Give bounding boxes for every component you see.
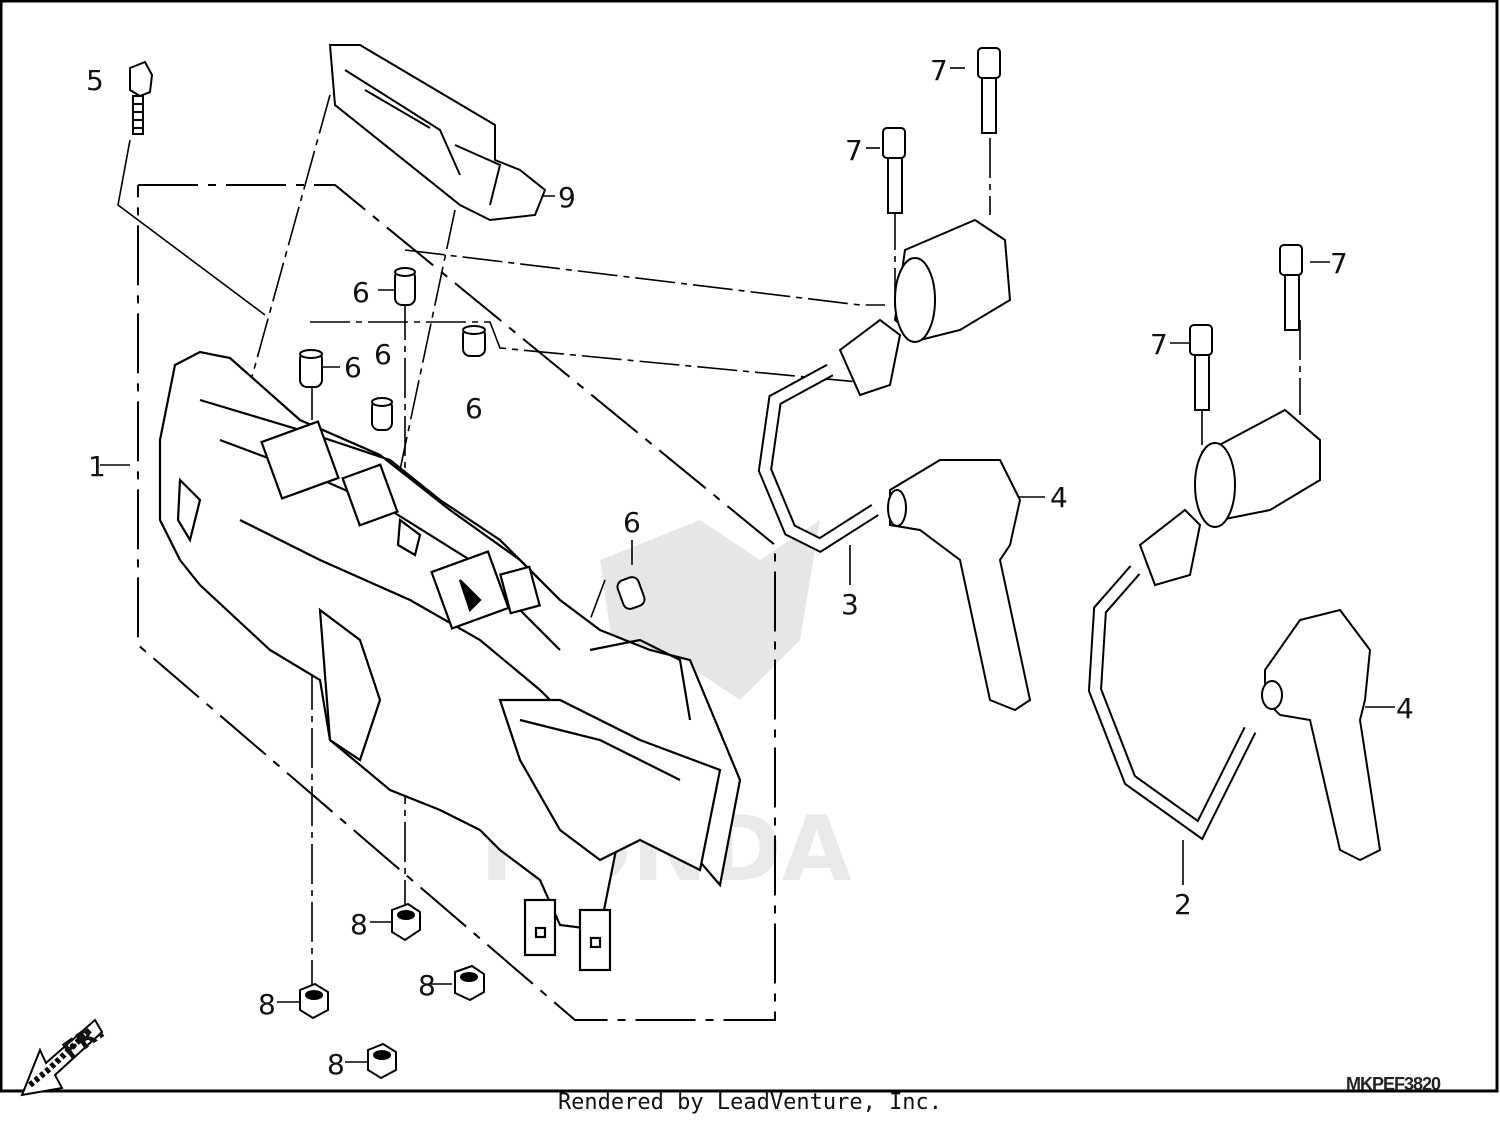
ignition-coil-upper <box>757 218 1012 554</box>
callout-6d: 6 <box>465 392 483 425</box>
callout-8c: 8 <box>258 988 276 1021</box>
callout-7c: 7 <box>1330 247 1348 280</box>
part-7-bolts <box>882 47 1303 411</box>
diagram-border <box>0 0 1499 1093</box>
callout-6e: 6 <box>623 506 641 539</box>
callout-8d: 8 <box>327 1048 345 1081</box>
part-8-nuts <box>299 902 485 1080</box>
part-5-bolt <box>129 60 154 135</box>
part-4-plug-caps <box>887 459 1382 862</box>
callout-labels: 1 2 3 4 4 5 6 6 6 6 6 7 7 7 7 8 8 8 8 9 <box>86 54 1414 1081</box>
callout-4b: 4 <box>1396 692 1414 725</box>
callout-7a: 7 <box>930 54 948 87</box>
callout-7d: 7 <box>1150 328 1168 361</box>
callout-8b: 8 <box>418 969 436 1002</box>
callout-4a: 4 <box>1050 481 1068 514</box>
callout-7b: 7 <box>845 134 863 167</box>
fr-arrow-icon <box>20 1018 104 1097</box>
callout-8a: 8 <box>350 908 368 941</box>
part-6-grommets <box>299 267 646 610</box>
diagram-code: MKPEF3820 <box>1346 1074 1441 1094</box>
callout-6a: 6 <box>352 276 370 309</box>
ignition-coil-lower <box>1087 408 1321 841</box>
callout-1: 1 <box>88 450 106 483</box>
part-9-bracket <box>328 44 547 222</box>
footer-credit: Rendered by LeadVenture, Inc. <box>557 1090 943 1115</box>
callout-6b: 6 <box>344 351 362 384</box>
assembly-outline <box>137 184 776 1021</box>
callout-6c: 6 <box>374 338 392 371</box>
part-1-main-bracket <box>158 350 742 972</box>
callout-9: 9 <box>558 181 576 214</box>
callout-2: 2 <box>1174 888 1192 921</box>
callout-3: 3 <box>841 588 859 621</box>
callout-5: 5 <box>86 64 104 97</box>
